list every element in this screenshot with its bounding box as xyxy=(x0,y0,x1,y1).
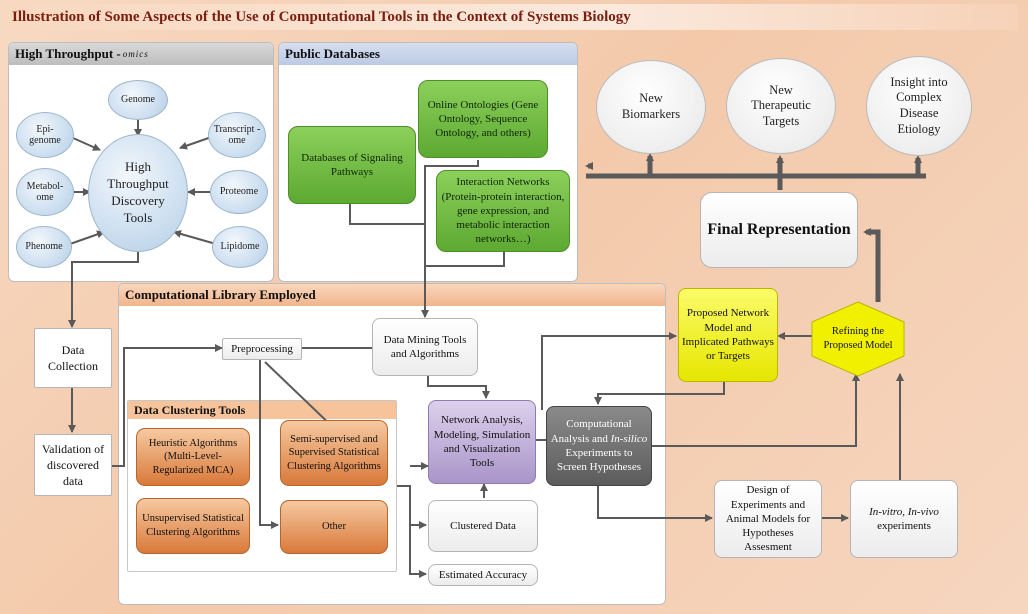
hto-label: High Throughput - xyxy=(15,46,121,61)
diagram-title: Illustration of Some Aspects of the Use … xyxy=(8,4,1018,30)
interaction-networks-box: Interaction Networks (Protein-protein in… xyxy=(436,170,570,252)
epigenome-label: Epi- genome xyxy=(29,123,61,147)
panel-header-hto: High Throughput -omics xyxy=(9,43,273,65)
data-mining-box: Data Mining Tools and Algorithms xyxy=(372,318,478,376)
preprocessing-box: Preprocessing xyxy=(222,338,302,360)
online-ontologies-box: Online Ontologies (Gene Ontology, Sequen… xyxy=(418,80,548,158)
panel-header-dct: Data Clustering Tools xyxy=(128,401,396,419)
panel-header-pdb: Public Databases xyxy=(279,43,577,65)
metabolome-label: Metabol- ome xyxy=(26,180,64,204)
network-analysis-box: Network Analysis, Modeling, Simulation a… xyxy=(428,400,536,484)
computational-text-pre: Computational Analysis and xyxy=(550,418,632,445)
lipidome-node: Lipidome xyxy=(212,226,268,268)
design-experiments-box: Design of Experiments and Animal Models … xyxy=(714,480,822,558)
metabolome-node: Metabol- ome xyxy=(16,168,74,216)
transcriptome-node: Transcript -ome xyxy=(208,112,266,158)
experiments-text: experiments xyxy=(877,520,931,532)
hto-suffix: omics xyxy=(122,49,149,59)
invitro-sep: , xyxy=(902,505,908,518)
new-biomarkers-label: New Biomarkers xyxy=(621,91,681,121)
validation-box: Validation of discovered data xyxy=(34,434,112,496)
new-biomarkers-node: New Biomarkers xyxy=(596,60,706,154)
invivo-text: In-vivo xyxy=(907,505,939,518)
refining-model-label: Refining the Proposed Model xyxy=(823,326,893,351)
disease-etiology-label: Insight into Complex Disease Etiology xyxy=(890,74,948,136)
proteome-node: Proteome xyxy=(210,170,268,214)
lipidome-label: Lipidome xyxy=(220,241,260,253)
computational-text-em: In-silico xyxy=(610,432,648,445)
signaling-pathways-box: Databases of Signaling Pathways xyxy=(288,126,416,204)
estimated-accuracy-box: Estimated Accuracy xyxy=(428,564,538,586)
phenome-node: Phenome xyxy=(16,226,72,268)
final-representation-box: Final Representation xyxy=(700,192,858,268)
computational-text-post: Experiments to Screen Hypotheses xyxy=(556,447,641,474)
transcriptome-label: Transcript -ome xyxy=(213,123,261,147)
genome-node: Genome xyxy=(108,80,168,120)
ht-tools-label: High Throughput Discovery Tools xyxy=(107,159,169,225)
genome-label: Genome xyxy=(121,94,155,106)
epigenome-node: Epi- genome xyxy=(16,112,74,158)
data-collection-box: Data Collection xyxy=(34,328,112,388)
refining-hexagon-shape xyxy=(811,301,905,377)
disease-etiology-node: Insight into Complex Disease Etiology xyxy=(866,56,972,156)
new-therapeutic-targets-node: New Therapeutic Targets xyxy=(726,58,836,154)
computational-analysis-label: Computational Analysis and In-silico Exp… xyxy=(550,417,648,474)
panel-header-cle: Computational Library Employed xyxy=(119,284,665,306)
proteome-label: Proteome xyxy=(219,186,259,198)
semi-supervised-box: Semi-supervised and Supervised Statistic… xyxy=(280,420,388,486)
new-therapeutic-label: New Therapeutic Targets xyxy=(751,82,811,128)
clustered-data-box: Clustered Data xyxy=(428,500,538,552)
invitro-invivo-label: In-vitro, In-vivo experiments xyxy=(854,505,954,534)
invitro-text: In-vitro xyxy=(869,505,903,518)
heuristic-algorithms-box: Heuristic Algorithms (Multi-Level-Regula… xyxy=(136,428,250,486)
proposed-network-model-box: Proposed Network Model and Implicated Pa… xyxy=(678,288,778,382)
unsupervised-box: Unsupervised Statistical Clustering Algo… xyxy=(136,498,250,554)
high-throughput-tools-node: High Throughput Discovery Tools xyxy=(88,134,188,252)
phenome-label: Phenome xyxy=(25,241,63,253)
computational-analysis-box: Computational Analysis and In-silico Exp… xyxy=(546,406,652,486)
invitro-invivo-box: In-vitro, In-vivo experiments xyxy=(850,480,958,558)
other-box: Other xyxy=(280,500,388,554)
